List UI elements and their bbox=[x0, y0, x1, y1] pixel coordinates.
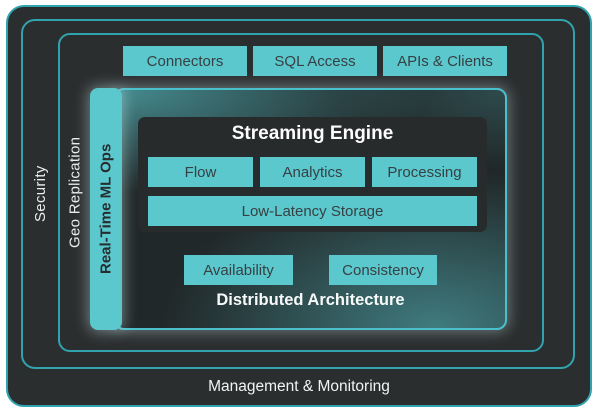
processing-node: Processing bbox=[372, 157, 477, 187]
management-monitoring-box: Security Geo Replication Connectors SQL … bbox=[6, 5, 592, 407]
availability-node: Availability bbox=[184, 255, 293, 285]
management-monitoring-label: Management & Monitoring bbox=[208, 378, 390, 395]
sql-access-node: SQL Access bbox=[253, 46, 377, 76]
distributed-architecture-box: Streaming Engine Flow Analytics Processi… bbox=[114, 88, 507, 330]
geo-replication-label: Geo Replication bbox=[66, 136, 84, 249]
analytics-node: Analytics bbox=[260, 157, 365, 187]
security-label: Security bbox=[32, 165, 49, 223]
realtime-ml-ops-bar: Real-Time ML Ops bbox=[90, 88, 122, 330]
security-box: Security Geo Replication Connectors SQL … bbox=[21, 19, 575, 369]
consistency-node: Consistency bbox=[329, 255, 437, 285]
distributed-architecture-title: Distributed Architecture bbox=[216, 291, 405, 309]
streaming-engine-panel: Streaming Engine Flow Analytics Processi… bbox=[138, 117, 487, 232]
streaming-engine-title: Streaming Engine bbox=[231, 123, 394, 144]
apis-clients-node: APIs & Clients bbox=[383, 46, 507, 76]
geo-replication-box: Geo Replication Connectors SQL Access AP… bbox=[58, 33, 544, 352]
distributed-nodes-row: Availability Consistency bbox=[116, 255, 505, 285]
integration-row: Connectors SQL Access APIs & Clients bbox=[123, 46, 507, 76]
flow-node: Flow bbox=[148, 157, 253, 187]
engine-modules-row: Flow Analytics Processing bbox=[148, 157, 477, 187]
connectors-node: Connectors bbox=[123, 46, 247, 76]
low-latency-storage-node: Low-Latency Storage bbox=[148, 196, 477, 226]
